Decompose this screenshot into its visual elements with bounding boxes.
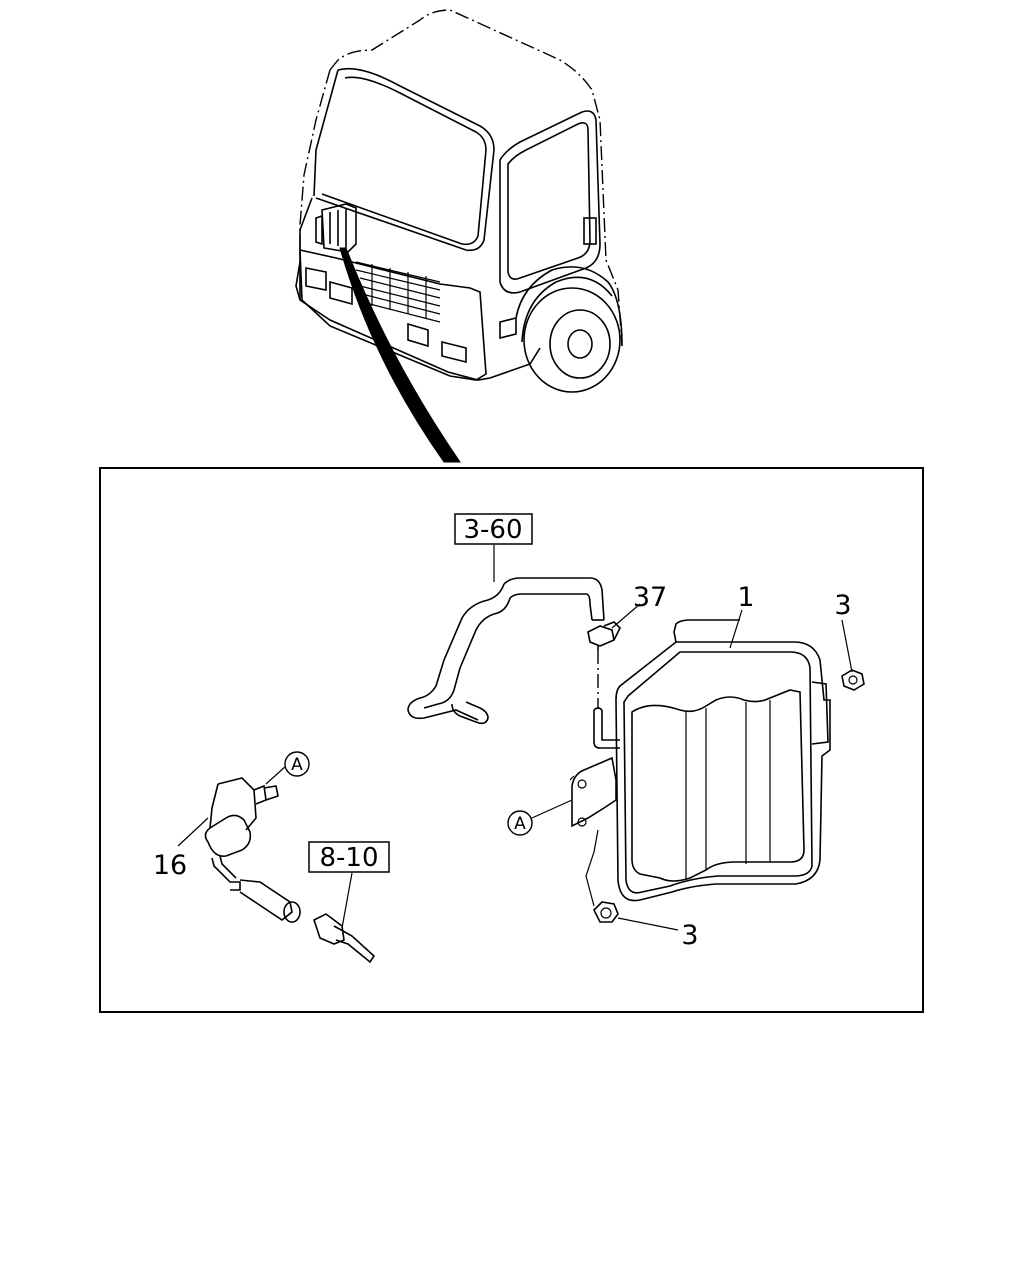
connector-a-left-label: A	[291, 755, 303, 775]
ref-box-8-10	[308, 841, 390, 873]
connector-a-right-label: A	[514, 814, 526, 834]
callout-part-37: 37	[633, 582, 667, 613]
harness-connector-drawing	[313, 913, 376, 964]
connector-a-left-circle	[284, 751, 310, 777]
ref-box-3-60	[454, 513, 533, 545]
callout-part-3-top: 3	[834, 590, 851, 621]
washer-pipe-drawing	[407, 577, 605, 725]
washer-pump-part-16	[204, 777, 301, 923]
connector-a-right-circle	[507, 810, 533, 836]
callout-part-16: 16	[153, 850, 187, 881]
callout-part-1: 1	[737, 582, 754, 613]
callout-part-3-bottom: 3	[681, 920, 698, 951]
nut-part-3-bottom	[593, 901, 619, 923]
detail-frame	[99, 467, 924, 1013]
clip-part-37	[587, 621, 621, 650]
washer-tank-part-1	[571, 619, 831, 902]
truck-cab-illustration	[295, 9, 623, 463]
ref-label-3-60: 3-60	[463, 515, 522, 545]
nut-part-3-top	[841, 669, 865, 691]
ref-label-8-10: 8-10	[319, 843, 378, 873]
leader-lines	[177, 545, 853, 931]
